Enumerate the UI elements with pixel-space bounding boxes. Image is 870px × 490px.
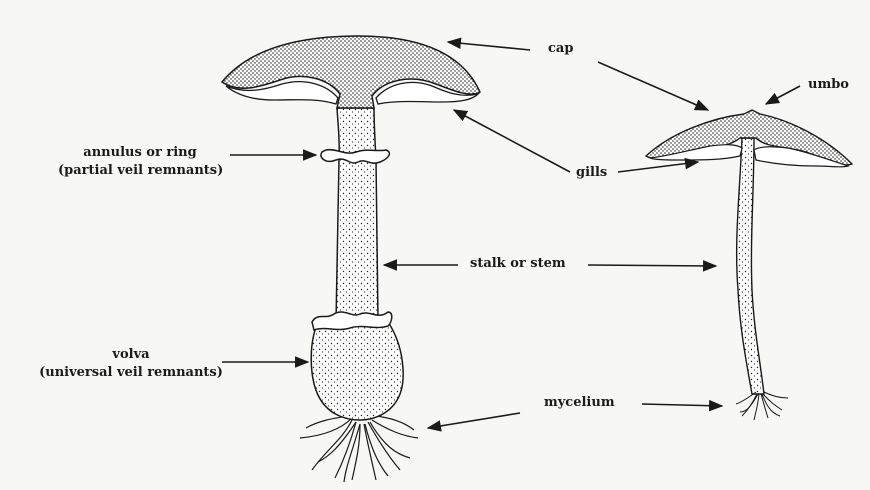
small-mushroom-mycelium bbox=[736, 392, 788, 420]
label-annulus: annulus or ring (partial veil remnants) bbox=[58, 144, 222, 180]
volva-rim bbox=[312, 312, 392, 330]
label-cap: cap bbox=[548, 40, 573, 58]
large-stalk bbox=[336, 108, 378, 322]
arrow-cap-large bbox=[448, 42, 530, 50]
label-volva-line1: volva bbox=[38, 346, 224, 364]
large-mushroom bbox=[222, 36, 480, 482]
arrow-stalk-small bbox=[588, 265, 716, 266]
label-annulus-line2: (partial veil remnants) bbox=[58, 162, 222, 180]
volva-bulb bbox=[311, 322, 403, 420]
small-stalk bbox=[737, 138, 764, 394]
arrow-umbo bbox=[766, 86, 800, 104]
label-umbo: umbo bbox=[808, 76, 849, 94]
large-mushroom-mycelium bbox=[300, 416, 418, 482]
arrow-gills-large bbox=[454, 110, 570, 172]
label-volva-line2: (universal veil remnants) bbox=[38, 364, 224, 382]
label-stalk: stalk or stem bbox=[470, 255, 566, 273]
annulus-ring bbox=[321, 150, 389, 163]
arrow-cap-small bbox=[598, 62, 708, 110]
label-mycelium: mycelium bbox=[544, 394, 615, 412]
label-annulus-line1: annulus or ring bbox=[58, 144, 222, 162]
arrow-gills-small bbox=[618, 162, 698, 172]
arrow-mycelium-small bbox=[642, 404, 722, 406]
arrow-mycelium-large bbox=[428, 413, 520, 428]
label-volva: volva (universal veil remnants) bbox=[38, 346, 224, 382]
label-gills: gills bbox=[576, 164, 607, 182]
